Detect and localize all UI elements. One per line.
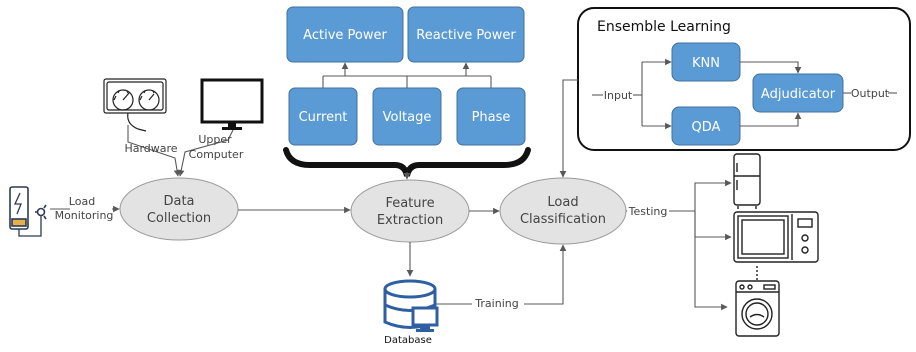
reactive-power-label: Reactive Power xyxy=(416,28,516,43)
qda-label: QDA xyxy=(692,120,721,135)
testing-label: Testing xyxy=(628,205,668,218)
ensemble-title: Ensemble Learning xyxy=(597,19,731,35)
data-collection-line2: Collection xyxy=(147,211,211,226)
power-plug-icon xyxy=(9,186,47,237)
microwave-icon xyxy=(733,211,819,263)
data-collection-line1: Data xyxy=(163,194,194,209)
refrigerator-icon xyxy=(733,153,761,209)
load-monitoring-line1: Load xyxy=(69,195,95,208)
ensemble-panel: Ensemble Learning KNN QDA Adjudicator In… xyxy=(577,7,911,151)
knn-label: KNN xyxy=(692,56,720,71)
feature-extraction-node xyxy=(350,179,470,243)
load-classification-line1: Load xyxy=(547,195,578,210)
load-classification-line2: Classification xyxy=(520,212,606,227)
load-classification-node xyxy=(499,177,627,245)
upper-computer-line1: Upper xyxy=(198,133,232,146)
feature-boxes: Active Power Reactive Power Current Volt… xyxy=(283,6,531,177)
upper-computer-line2: Computer xyxy=(189,148,244,161)
output-label: Output xyxy=(851,87,890,100)
meter-icon xyxy=(103,78,167,132)
hardware-label: Hardware xyxy=(124,142,177,155)
feature-extraction-line2: Extraction xyxy=(377,213,443,228)
voltage-label: Voltage xyxy=(383,110,432,125)
pipeline: Data Collection Feature Extraction Load … xyxy=(50,79,732,311)
load-monitoring-line2: Monitoring xyxy=(55,209,114,222)
input-label: Input xyxy=(604,89,633,102)
adjudicator-label: Adjudicator xyxy=(761,87,836,102)
washing-machine-icon xyxy=(735,266,780,337)
reactive-power-box xyxy=(407,6,525,63)
data-collection-node xyxy=(119,177,239,241)
ensemble-frame xyxy=(577,7,911,151)
database-label: Database xyxy=(384,335,432,346)
phase-label: Phase xyxy=(472,110,511,125)
database-server-icon xyxy=(383,279,439,332)
current-label: Current xyxy=(299,110,348,125)
training-label: Training xyxy=(474,297,518,310)
active-power-label: Active Power xyxy=(303,28,387,43)
monitor-icon xyxy=(200,78,264,130)
active-power-box xyxy=(286,6,404,63)
feature-extraction-line1: Feature xyxy=(385,196,434,211)
